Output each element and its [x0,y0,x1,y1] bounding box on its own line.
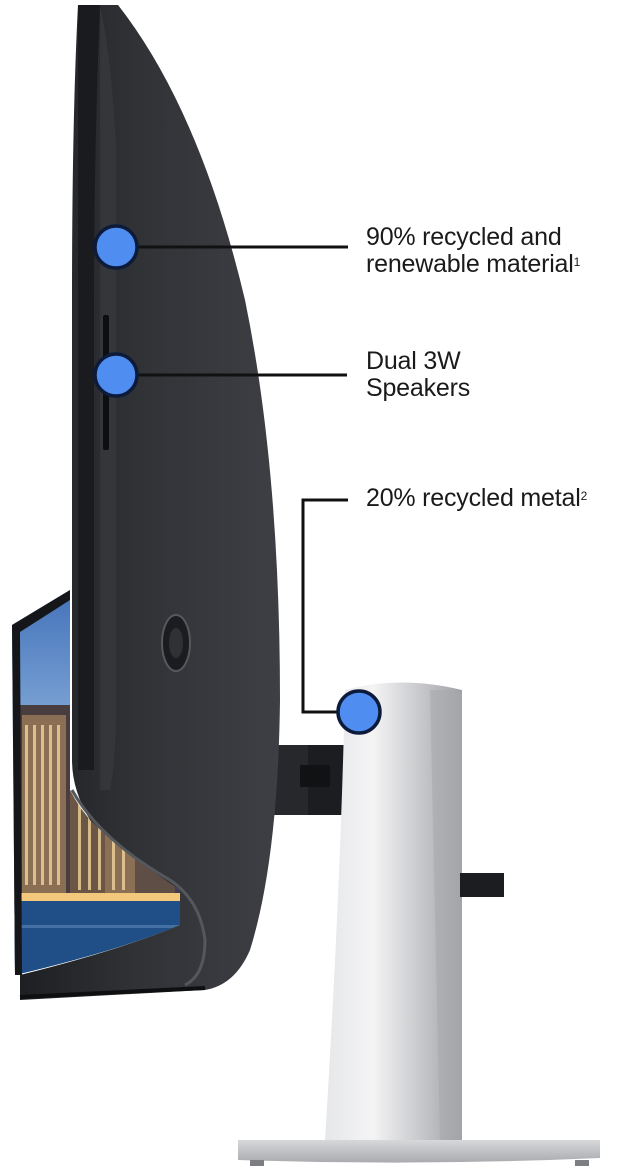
callout-speakers-label: Dual 3W Speakers [366,348,470,402]
callout-metal-line1: 20% recycled metal [366,484,581,512]
callout-material-line2: renewable material [366,250,574,278]
callout-dot-speakers [93,352,139,398]
callout-metal-label: 20% recycled metal2 [366,485,587,512]
callout-metal-line1-wrap: 20% recycled metal2 [366,485,587,512]
callout-speakers-line2: Speakers [366,374,471,402]
stand-column [325,682,462,1140]
stand-base [238,1140,600,1163]
callout-speakers-line1: Dual 3W [366,347,461,375]
footnote-2: 2 [580,489,588,503]
footnote-1: 1 [573,255,581,269]
callout-material-line1: 90% recycled and [366,223,562,251]
callout-material-line2-wrap: renewable material1 [366,251,580,278]
callout-dot-material [93,224,139,270]
callout-dot-metal [336,689,382,735]
callout-material-label: 90% recycled and renewable material1 [366,224,580,278]
